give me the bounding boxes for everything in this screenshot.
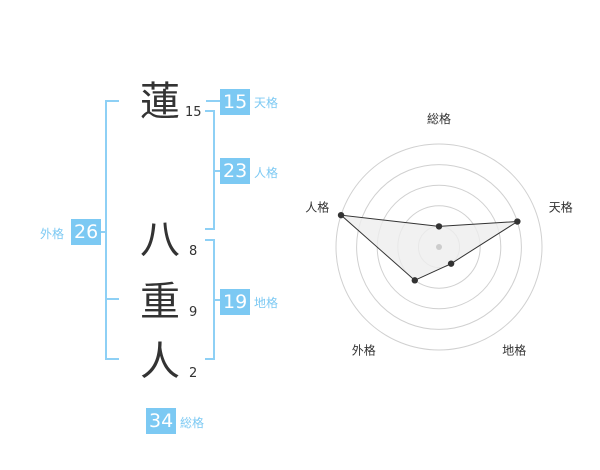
radar-point-1	[435, 223, 443, 230]
soukaku-badge: 34	[146, 408, 177, 434]
tenkaku-label: 天格	[254, 96, 279, 110]
chikaku-bracket-top	[205, 239, 215, 241]
tenkaku-badge: 15	[220, 89, 251, 115]
radar-axis-label-3: 地格	[502, 343, 526, 358]
gaikaku-badge: 26	[71, 219, 102, 245]
chikaku-label: 地格	[254, 296, 279, 310]
name-char-2: 八	[140, 217, 180, 263]
radar-center-point	[436, 244, 442, 250]
jinkaku-bracket-top	[205, 110, 215, 112]
radar-grid-ring	[335, 143, 543, 351]
name-char-1: 蓮	[140, 79, 180, 125]
radar-point-2	[514, 218, 521, 225]
radar-axis-label-4: 外格	[352, 343, 376, 358]
name-char-3: 重	[140, 279, 180, 325]
gaikaku-label: 外格	[40, 227, 65, 241]
gaikaku-bracket-mid	[105, 298, 119, 300]
gaikaku-connector	[98, 231, 105, 233]
jinkaku-badge: 23	[220, 158, 251, 184]
gaikaku-bracket-bottom	[105, 358, 119, 360]
jinkaku-label: 人格	[254, 166, 279, 180]
gaikaku-bracket-top	[105, 100, 119, 102]
chikaku-connector	[215, 299, 221, 301]
chikaku-badge: 19	[220, 289, 251, 315]
name-char-2-strokes: 8	[189, 244, 198, 259]
name-char-4-strokes: 2	[189, 366, 198, 381]
radar-polygon	[339, 214, 518, 281]
jinkaku-bracket-vertical	[213, 110, 215, 230]
soukaku-label: 総格	[180, 416, 205, 430]
name-char-4: 人	[140, 339, 180, 385]
radar-axis-label-2: 天格	[549, 199, 573, 214]
radar-point-4	[411, 277, 418, 284]
radar-point-3	[447, 260, 455, 267]
jinkaku-bracket-bottom	[205, 228, 215, 230]
name-char-1-strokes: 15	[185, 105, 202, 120]
radar-axis-label-5: 人格	[305, 199, 329, 214]
jinkaku-connector	[215, 170, 221, 172]
radar-point-5	[337, 211, 345, 219]
chikaku-bracket-vertical	[213, 239, 215, 360]
tenkaku-connector	[206, 100, 220, 102]
radar-grid-ring	[356, 164, 522, 330]
name-char-3-strokes: 9	[189, 305, 198, 320]
gaikaku-bracket-vertical	[105, 100, 107, 360]
chikaku-bracket-bottom	[205, 358, 215, 360]
radar-axis-label-1: 総格	[427, 111, 451, 126]
